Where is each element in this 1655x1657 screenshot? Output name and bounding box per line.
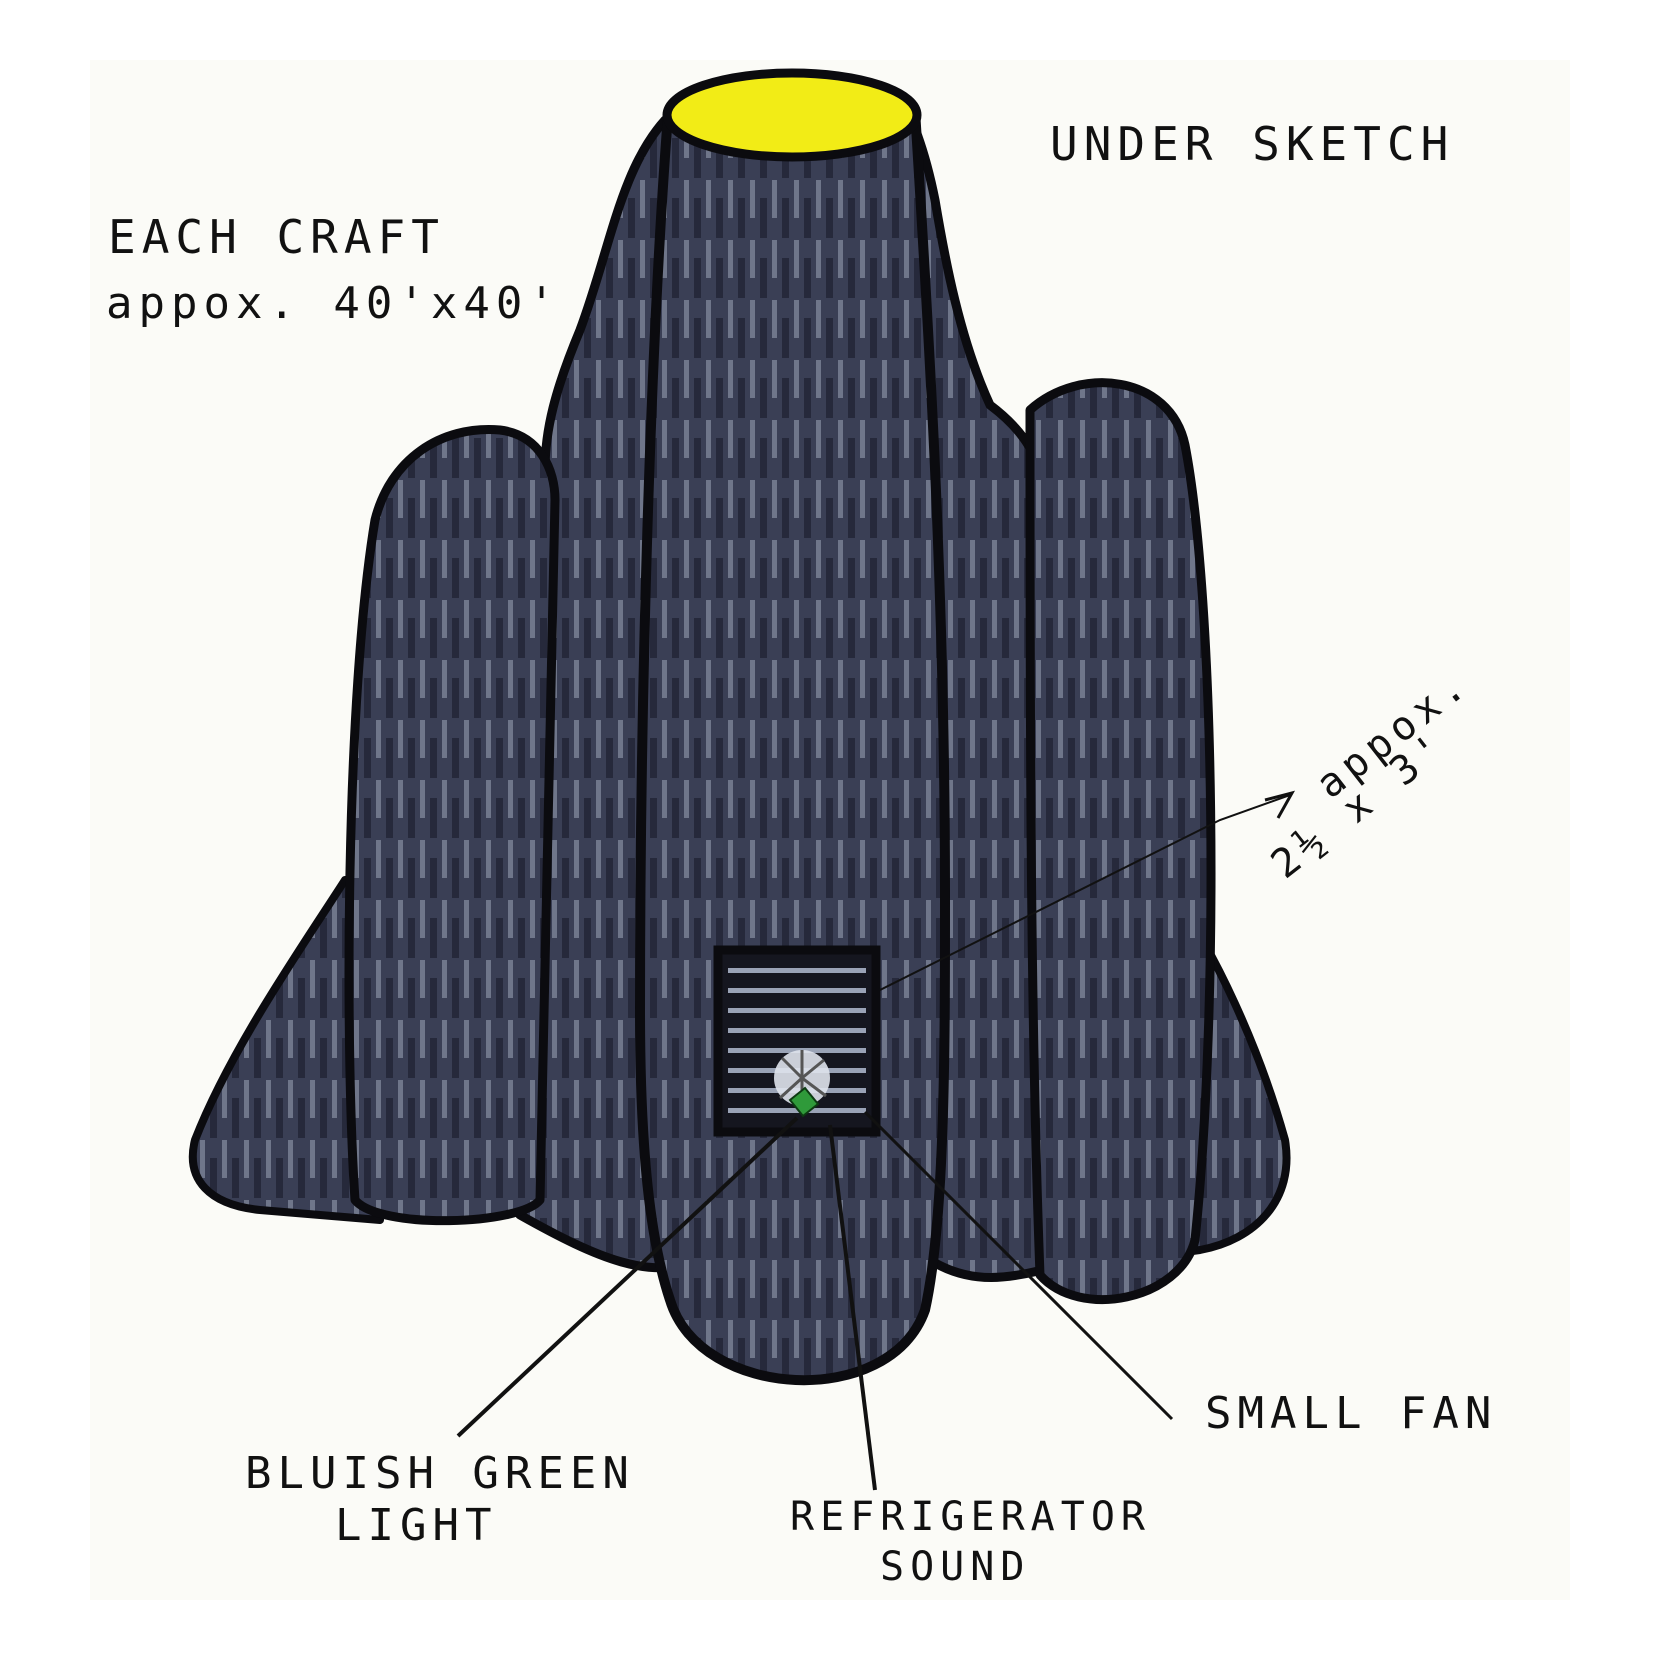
- light-label-line1: BLUISH GREEN: [245, 1448, 635, 1499]
- small-fan-label: SMALL FAN: [1205, 1388, 1497, 1439]
- right-pod: [1030, 383, 1211, 1300]
- under-sketch-label: UNDER SKETCH: [1050, 117, 1454, 171]
- craft-size-label: appox. 40'x40': [106, 278, 561, 329]
- top-opening: [667, 73, 917, 157]
- central-tower: [640, 110, 945, 1380]
- left-pod: [349, 430, 555, 1221]
- each-craft-label: EACH CRAFT: [108, 210, 445, 264]
- sound-label-line1: REFRIGERATOR: [790, 1494, 1151, 1540]
- light-label-line2: LIGHT: [335, 1500, 497, 1551]
- sound-label-line2: SOUND: [880, 1544, 1030, 1590]
